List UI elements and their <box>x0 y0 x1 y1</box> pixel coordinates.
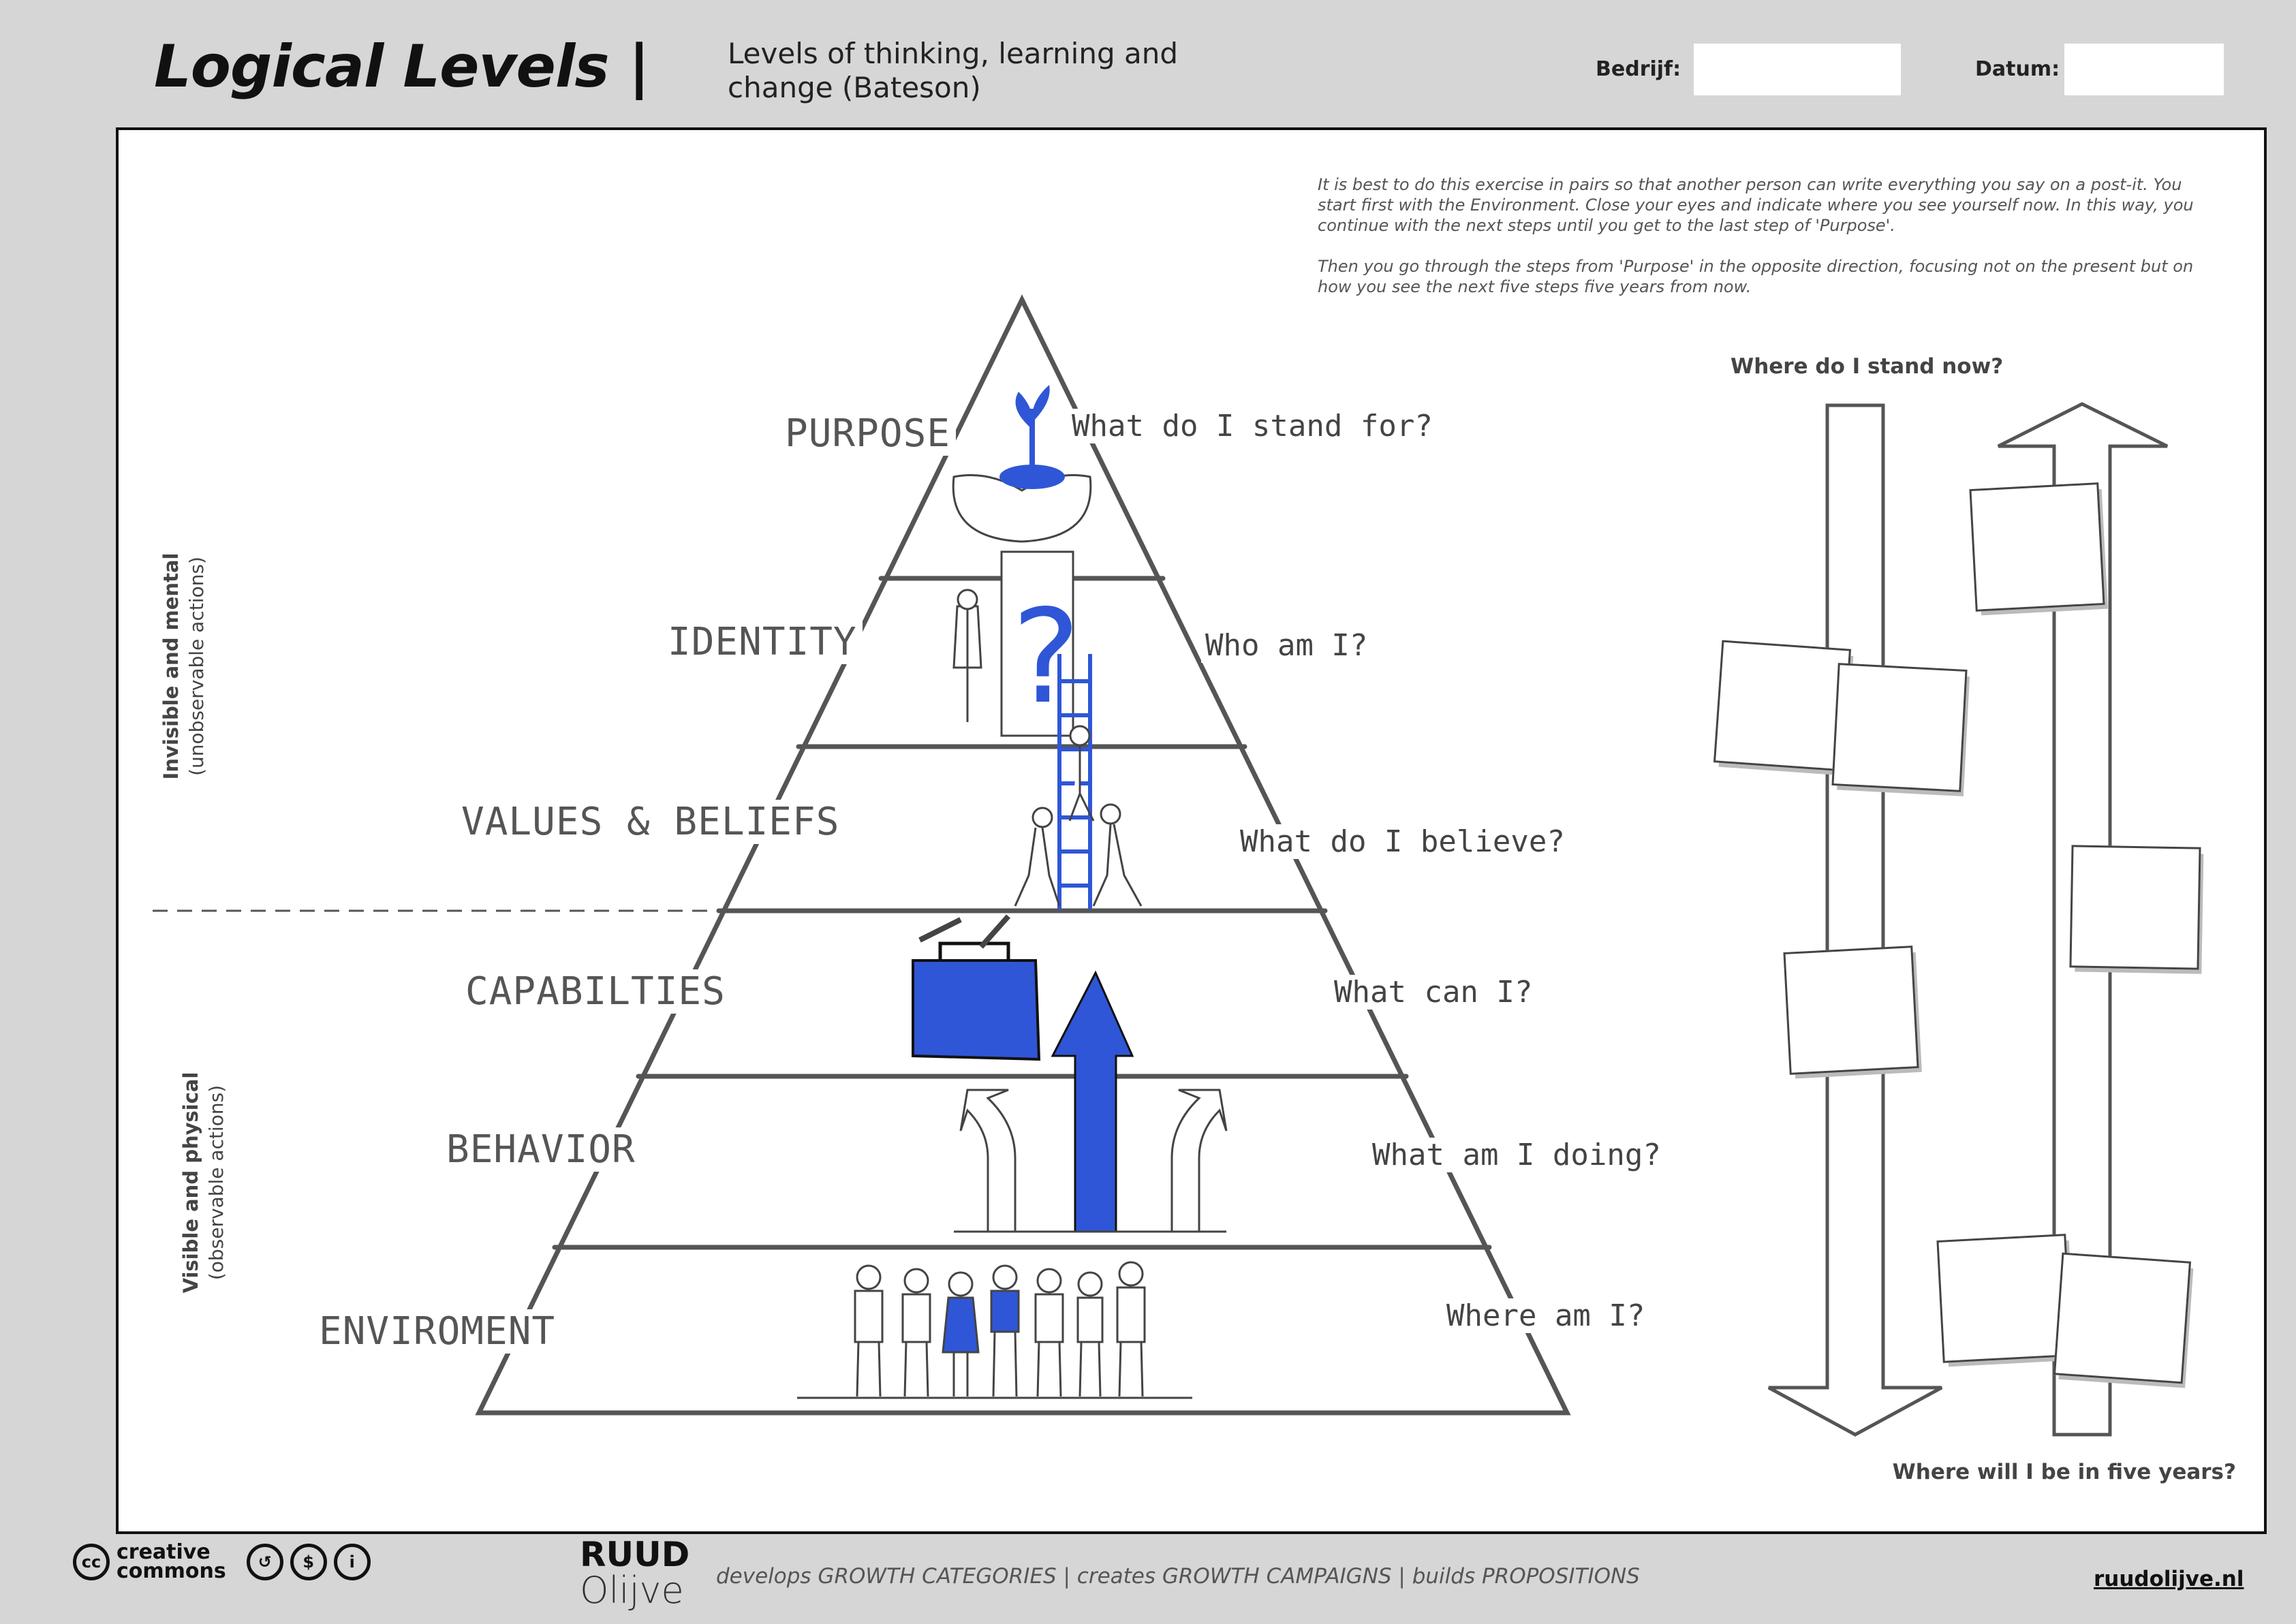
brand-logo-top: RUUD <box>580 1535 690 1574</box>
post-it-note[interactable] <box>1831 663 1968 792</box>
side-label-invisible-title: Invisible and mental <box>159 552 183 780</box>
cc-icon: cc <box>73 1544 110 1580</box>
level-values-beliefs: VALUES & BELIEFS <box>456 800 846 844</box>
side-label-invisible: Invisible and mental (unobservable actio… <box>158 530 210 802</box>
level-behavior: BEHAVIOR <box>441 1127 641 1172</box>
question-environment: Where am I? <box>1442 1298 1649 1333</box>
sharealike-icon: ↺ <box>246 1544 283 1580</box>
post-it-note[interactable] <box>1783 946 1919 1075</box>
post-it-note[interactable] <box>2053 1252 2192 1384</box>
post-it-note[interactable] <box>1969 482 2105 612</box>
company-input[interactable] <box>1694 44 1901 95</box>
side-label-visible: Visible and physical (observable actions… <box>178 1046 230 1319</box>
page-subtitle: Levels of thinking, learning and change … <box>728 37 1205 105</box>
tagline: develops GROWTH CATEGORIES | creates GRO… <box>716 1564 1640 1589</box>
down-arrow-now <box>1767 403 1943 1437</box>
question-capabilities: What can I? <box>1330 975 1537 1010</box>
people-group-illustration <box>797 1261 1192 1399</box>
seedling-hands-illustration <box>952 385 1092 543</box>
question-values-beliefs: What do I believe? <box>1236 824 1569 859</box>
noncommercial-icon: $ <box>290 1544 327 1580</box>
question-identity: Who am I? <box>1201 628 1372 663</box>
ladder-illustration <box>1057 654 1092 909</box>
level-environment: ENVIROMENT <box>313 1309 561 1354</box>
side-label-visible-sub: (observable actions) <box>205 1084 228 1281</box>
date-input[interactable] <box>2064 44 2224 95</box>
growth-arrow-illustration <box>954 970 1228 1233</box>
side-label-visible-title: Visible and physical <box>179 1072 202 1294</box>
date-label: Datum: <box>1975 57 2060 81</box>
company-label: Bedrijf: <box>1596 57 1681 81</box>
post-it-note[interactable] <box>2069 845 2201 970</box>
subtitle-line-1: Levels of thinking, learning and <box>728 37 1178 70</box>
svg-text:?: ? <box>1012 582 1081 732</box>
post-it-note[interactable] <box>1936 1234 2073 1363</box>
side-label-invisible-sub: (unobservable actions) <box>185 557 208 776</box>
where-now-label: Where do I stand now? <box>1731 354 2004 379</box>
question-purpose: What do I stand for? <box>1068 409 1437 443</box>
website-link[interactable]: ruudolijve.nl <box>2094 1567 2244 1591</box>
cc-text-2: commons <box>117 1559 226 1583</box>
attribution-icon: i <box>333 1544 371 1580</box>
brand-logo-bottom: Olijve <box>580 1569 684 1612</box>
instructions-paragraph-2: Then you go through the steps from 'Purp… <box>1318 257 2194 296</box>
toolbox-illustration <box>912 914 1041 1061</box>
subtitle-line-2: change (Bateson) <box>728 71 981 104</box>
level-capabilities: CAPABILTIES <box>460 969 731 1014</box>
post-it-note[interactable] <box>1713 640 1852 772</box>
page-title: Logical Levels | <box>154 33 650 101</box>
instructions: It is best to do this exercise in pairs … <box>1318 174 2224 317</box>
question-behavior: What am I doing? <box>1368 1138 1665 1172</box>
instructions-paragraph-1: It is best to do this exercise in pairs … <box>1318 175 2194 235</box>
cc-text-1: creative <box>117 1540 211 1564</box>
level-purpose: PURPOSE <box>779 411 957 456</box>
people-holding-ladder-illustration <box>1014 725 1143 907</box>
five-years-label: Where will I be in five years? <box>1892 1460 2236 1484</box>
level-identity: IDENTITY <box>662 620 863 664</box>
